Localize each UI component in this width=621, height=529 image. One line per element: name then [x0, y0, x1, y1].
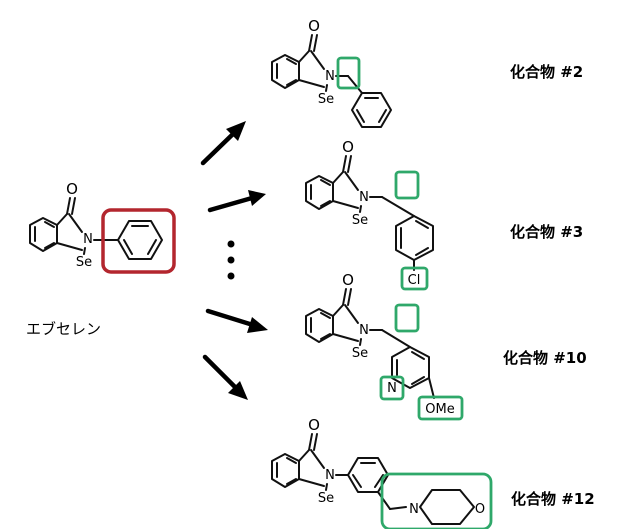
ebselen-name: エブセレン	[26, 320, 101, 338]
nitrogen-atom: N	[325, 468, 335, 483]
morpholine-oxygen-atom: O	[475, 502, 485, 517]
compound-12-label: 化合物 #12	[511, 490, 595, 508]
reaction-arrow-3	[205, 308, 268, 333]
morpholine-nitrogen-atom: N	[409, 502, 419, 517]
compound-3-structure: O N Se Cl	[305, 138, 434, 291]
morpholine-highlight	[380, 472, 493, 529]
more-compounds-ellipsis	[227, 240, 235, 280]
ring-nitrogen-atom: N	[387, 381, 397, 396]
selenium-atom: Se	[76, 255, 92, 270]
compound-12-structure: O N Se N O	[271, 416, 493, 529]
nitrogen-atom: N	[325, 69, 335, 84]
compound-2-structure: O N Se	[271, 17, 392, 128]
chlorine-atom: Cl	[408, 273, 421, 288]
methylene-linker-highlight	[394, 303, 420, 333]
oxygen-atom: O	[308, 17, 320, 35]
compound-2-label: 化合物 #2	[510, 63, 583, 81]
compound-10-structure: O N Se N OMe	[305, 271, 464, 421]
selenium-atom: Se	[318, 92, 334, 107]
methylene-linker-highlight	[336, 56, 361, 90]
reaction-arrow-2	[207, 190, 266, 213]
nitrogen-atom: N	[83, 232, 93, 247]
ring-nitrogen-highlight	[379, 375, 405, 401]
reaction-arrow-4	[202, 354, 248, 400]
nitrogen-atom: N	[359, 323, 369, 338]
oxygen-atom: O	[342, 138, 354, 156]
reaction-arrow-1	[200, 121, 246, 166]
oxygen-atom: O	[342, 271, 354, 289]
ebselen-structure: O N Se	[29, 180, 176, 274]
methoxy-highlight	[417, 395, 464, 421]
selenium-atom: Se	[318, 491, 334, 506]
nitrogen-atom: N	[359, 190, 369, 205]
compound-3-label: 化合物 #3	[510, 223, 583, 241]
methoxy-group: OMe	[425, 402, 454, 417]
oxygen-atom: O	[66, 180, 78, 198]
oxygen-atom: O	[308, 416, 320, 434]
compound-10-label: 化合物 #10	[503, 349, 587, 367]
methylene-linker-highlight	[394, 170, 420, 200]
chloro-substituent-highlight	[400, 266, 429, 291]
selenium-atom: Se	[352, 213, 368, 228]
selenium-atom: Se	[352, 346, 368, 361]
parent-phenyl-highlight	[101, 208, 176, 274]
